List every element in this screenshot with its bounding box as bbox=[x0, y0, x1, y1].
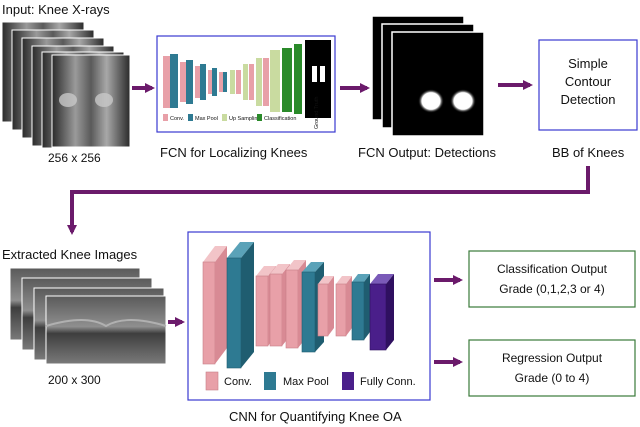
arrow-bb-to-extracted bbox=[67, 166, 590, 235]
fcn-legend-conv: Conv. bbox=[170, 116, 184, 122]
regression-line-1: Regression Output bbox=[502, 351, 603, 365]
contour-line-1: Simple bbox=[568, 56, 608, 71]
input-title: Input: Knee X-rays bbox=[2, 2, 110, 17]
contour-detection-box bbox=[538, 39, 638, 131]
cnn-layers bbox=[202, 242, 394, 369]
fcn-output-caption: FCN Output: Detections bbox=[358, 145, 496, 160]
cnn-legend: Conv. Max Pool Fully Conn. bbox=[205, 371, 416, 391]
classification-line-1: Classification Output bbox=[497, 262, 608, 276]
cnn-legend-conv: Conv. bbox=[224, 376, 252, 388]
regression-line-2: Grade (0 to 4) bbox=[515, 371, 590, 385]
input-size-label: 256 x 256 bbox=[48, 151, 101, 165]
regression-output-box bbox=[468, 339, 636, 397]
fcn-output-stack bbox=[371, 15, 485, 137]
classification-line-2: Grade (0,1,2,3 or 4) bbox=[499, 282, 604, 296]
extracted-title: Extracted Knee Images bbox=[2, 247, 138, 262]
extracted-size-label: 200 x 300 bbox=[48, 373, 101, 387]
contour-line-3: Detection bbox=[561, 92, 616, 107]
contour-line-2: Contour bbox=[565, 74, 612, 89]
fcn-legend-maxpool: Max Pool bbox=[195, 116, 218, 122]
cnn-legend-maxpool: Max Pool bbox=[283, 376, 329, 388]
ground-truth-label: Ground Truth bbox=[314, 97, 320, 129]
fcn-legend-classification: Classification bbox=[264, 116, 296, 122]
cnn-legend-fullyconn: Fully Conn. bbox=[360, 376, 416, 388]
fcn-layers bbox=[163, 40, 331, 118]
fcn-legend-upsampling: Up Sampling bbox=[229, 116, 261, 122]
cnn-caption: CNN for Quantifying Knee OA bbox=[229, 409, 402, 424]
classification-output-box bbox=[468, 250, 636, 308]
fcn-caption: FCN for Localizing Knees bbox=[160, 145, 308, 160]
extracted-knee-stack bbox=[9, 267, 167, 365]
fcn-legend: Conv. Max Pool Up Sampling Classificatio… bbox=[163, 114, 296, 122]
input-xray-stack bbox=[1, 21, 131, 149]
bb-caption: BB of Knees bbox=[552, 145, 625, 160]
